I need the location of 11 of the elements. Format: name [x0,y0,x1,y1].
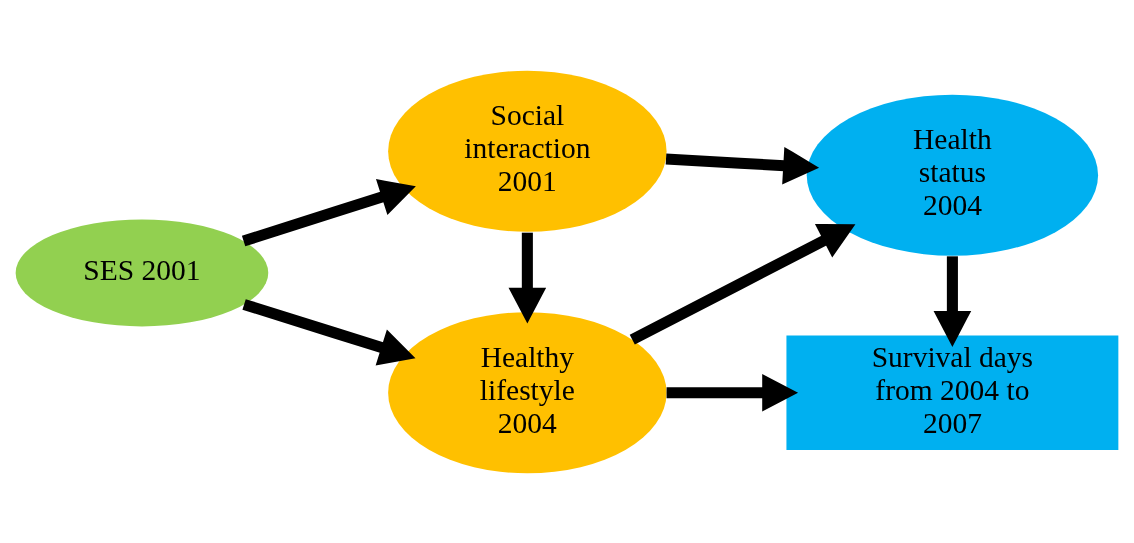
node-ellipse: Healthy lifestyle 2004 [388,311,667,473]
arrow [665,146,820,184]
node-ellipse: Social interaction 2001 [388,70,667,232]
arrow [242,298,416,365]
node-ellipse: SES 2001 [15,218,269,326]
node-box: Survival days from 2004 to 2007 [786,335,1119,450]
arrow [666,373,799,412]
arrow [508,232,547,324]
arrow [933,255,972,347]
arrow [241,178,416,246]
arrow [629,223,856,344]
